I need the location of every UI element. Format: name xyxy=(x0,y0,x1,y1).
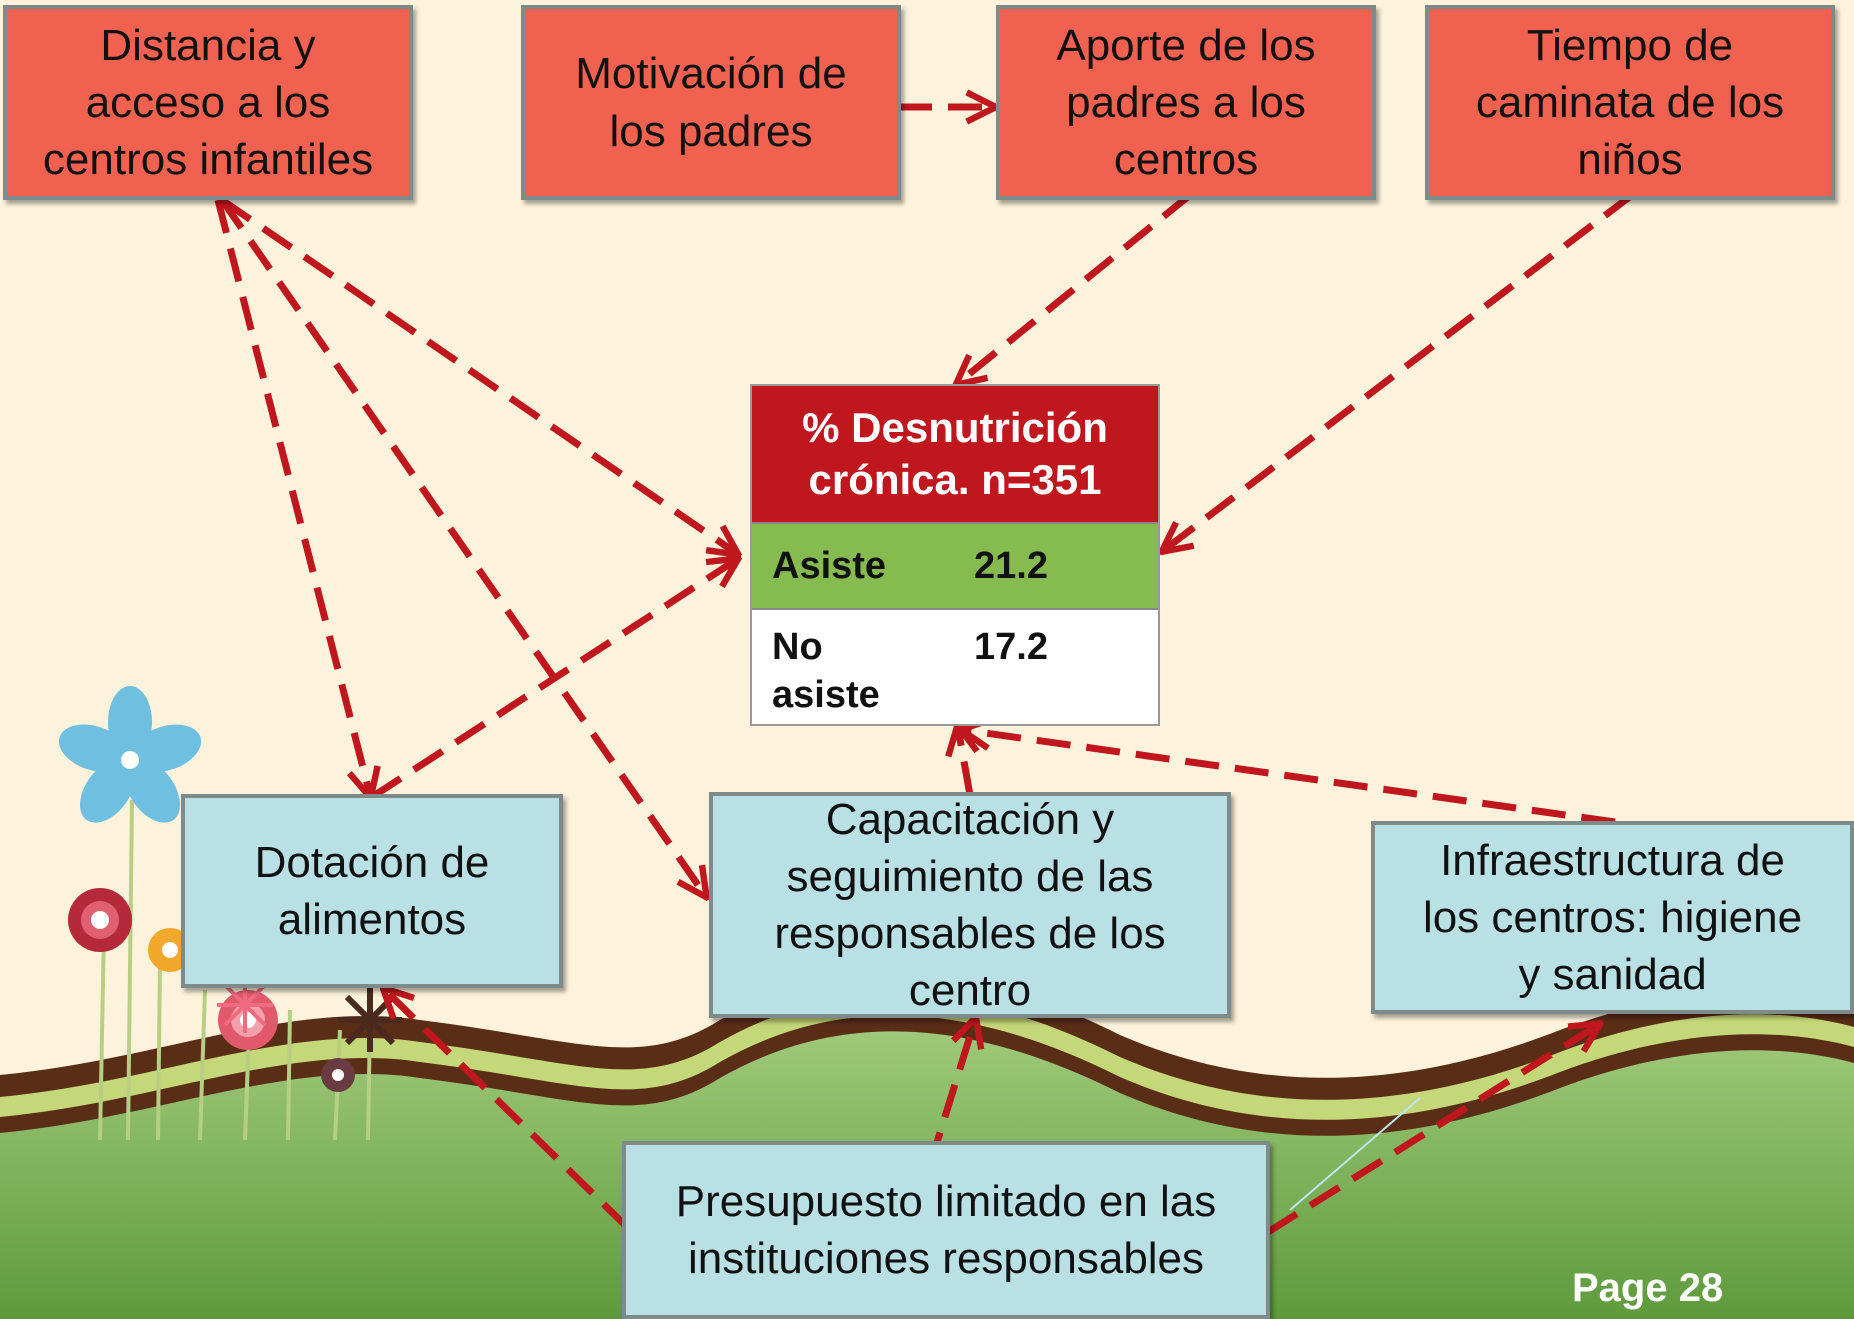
node-tiempo-label: Tiempo de caminata de los niños xyxy=(1475,20,1785,185)
table-title: % Desnutrición crónica. n=351 xyxy=(752,386,1158,524)
flower-decoration xyxy=(58,686,402,1141)
node-dotacion-label: Dotación de alimentos xyxy=(254,837,490,944)
row-label-line1: No xyxy=(772,626,823,668)
arrows xyxy=(214,107,1635,1235)
arrow-infraestructura-table xyxy=(964,730,1616,826)
node-capacitacion-label: Capacitación y seguimiento de las respon… xyxy=(774,794,1166,1016)
row-label: No asiste xyxy=(752,624,974,724)
arrow-capacitacion-table xyxy=(958,728,970,796)
malnutrition-table: % Desnutrición crónica. n=351 Asiste 21.… xyxy=(750,384,1160,726)
node-capacitacion: Capacitación y seguimiento de las respon… xyxy=(709,792,1231,1018)
node-presupuesto-label: Presupuesto limitado en las institucione… xyxy=(675,1176,1217,1283)
node-aporte: Aporte de los padres a los centros xyxy=(996,5,1376,200)
table-row: No asiste 17.2 xyxy=(752,610,1158,724)
arrow-presupuesto-capacitacion xyxy=(926,1020,975,1167)
row-label: Asiste xyxy=(772,544,887,587)
node-dotacion: Dotación de alimentos xyxy=(181,794,563,988)
table-row: Asiste 21.2 xyxy=(752,524,1158,610)
arrow-aporte-table xyxy=(958,192,1193,383)
node-infraestructura: Infraestructura de los centros: higiene … xyxy=(1371,821,1854,1014)
arrow-tiempo-table xyxy=(1164,192,1635,550)
row-value: 21.2 xyxy=(974,544,1048,587)
arrow-distancia-dotacion xyxy=(214,199,370,795)
node-presupuesto: Presupuesto limitado en las institucione… xyxy=(622,1141,1270,1319)
node-distancia: Distancia y acceso a los centros infanti… xyxy=(3,5,413,200)
table-title-line2: crónica. n=351 xyxy=(808,456,1102,503)
row-label-line2: asiste xyxy=(772,673,880,716)
table-title-line1: % Desnutrición xyxy=(802,403,1108,451)
node-infraestructura-label: Infraestructura de los centros: higiene … xyxy=(1422,835,1803,1000)
page-number: Page 28 xyxy=(1572,1266,1724,1310)
arrow-presupuesto-infraestructura xyxy=(1266,1025,1598,1235)
arrow-distancia-capacitacion xyxy=(219,198,705,895)
node-motivacion-label: Motivación de los padres xyxy=(575,49,847,156)
node-tiempo: Tiempo de caminata de los niños xyxy=(1425,5,1835,200)
arrow-distancia-table xyxy=(220,197,736,553)
row-value: 17.2 xyxy=(974,626,1048,668)
node-aporte-label: Aporte de los padres a los centros xyxy=(1056,20,1316,185)
node-distancia-label: Distancia y acceso a los centros infanti… xyxy=(42,20,374,185)
thin-blue-arrow xyxy=(1289,1097,1421,1211)
arrow-dotacion-table xyxy=(370,560,736,800)
node-motivacion: Motivación de los padres xyxy=(521,5,901,200)
arrow-presupuesto-dotacion xyxy=(385,990,631,1231)
